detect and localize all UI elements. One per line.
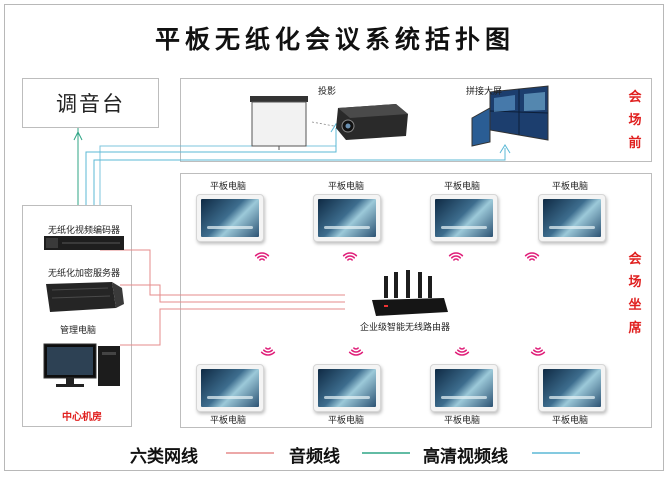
mixer-box: 调音台 — [22, 78, 159, 128]
encryption-server-icon — [46, 282, 124, 312]
router-label: 企业级智能无线路由器 — [360, 323, 451, 333]
spliced-screen-icon — [471, 85, 549, 147]
projection-screen-icon — [250, 96, 308, 150]
management-pc-label: 管理电脑 — [60, 326, 97, 336]
projector-label: 投影 — [318, 87, 337, 97]
tablet-label: 平板电脑 — [210, 182, 247, 192]
tablet-label: 平板电脑 — [328, 416, 365, 426]
projector-icon — [311, 104, 408, 140]
tablet-label: 平板电脑 — [552, 416, 589, 426]
server-room-label: 中心机房 — [62, 412, 102, 423]
legend-network-label: 六类网线 — [130, 447, 198, 467]
wifi-signal-icon — [254, 252, 270, 261]
wifi-signal-icon — [530, 347, 546, 356]
venue-front-label: 会 场 前 — [628, 90, 642, 151]
tablet-icon — [430, 194, 498, 242]
tablet-icon — [538, 194, 606, 242]
tablet-label: 平板电脑 — [328, 182, 365, 192]
venue-seats-label: 会 场 坐 席 — [628, 252, 642, 336]
tablet-icon — [313, 364, 381, 412]
wifi-signal-icon — [448, 252, 464, 261]
tablet-icon — [196, 364, 264, 412]
tablet-label: 平板电脑 — [444, 182, 481, 192]
video-encoder-icon — [44, 236, 124, 250]
wifi-signal-icon — [454, 347, 470, 356]
tablet-label: 平板电脑 — [210, 416, 247, 426]
diagram-title: 平板无纸化会议系统括扑图 — [154, 25, 515, 54]
tablet-label: 平板电脑 — [552, 182, 589, 192]
wifi-signal-icon — [260, 347, 276, 356]
wireless-router-icon — [372, 270, 448, 316]
tablet-icon — [313, 194, 381, 242]
legend-audio-label: 音频线 — [289, 447, 340, 467]
diagram-frame — [4, 4, 664, 471]
wifi-signal-group — [254, 252, 546, 356]
spliced-screen-label: 拼接大屏 — [466, 87, 503, 97]
encryption-server-label: 无纸化加密服务器 — [48, 269, 121, 279]
wifi-signal-icon — [524, 252, 540, 261]
management-pc-icon — [43, 343, 120, 387]
wifi-signal-icon — [348, 347, 364, 356]
video-encoder-label: 无纸化视频编码器 — [48, 226, 121, 236]
tablet-icon — [430, 364, 498, 412]
tablet-icon — [196, 194, 264, 242]
wifi-signal-icon — [342, 252, 358, 261]
legend-video-label: 高清视频线 — [423, 447, 508, 467]
tablet-label: 平板电脑 — [444, 416, 481, 426]
tablet-icon — [538, 364, 606, 412]
mixer-label: 调音台 — [56, 92, 125, 116]
